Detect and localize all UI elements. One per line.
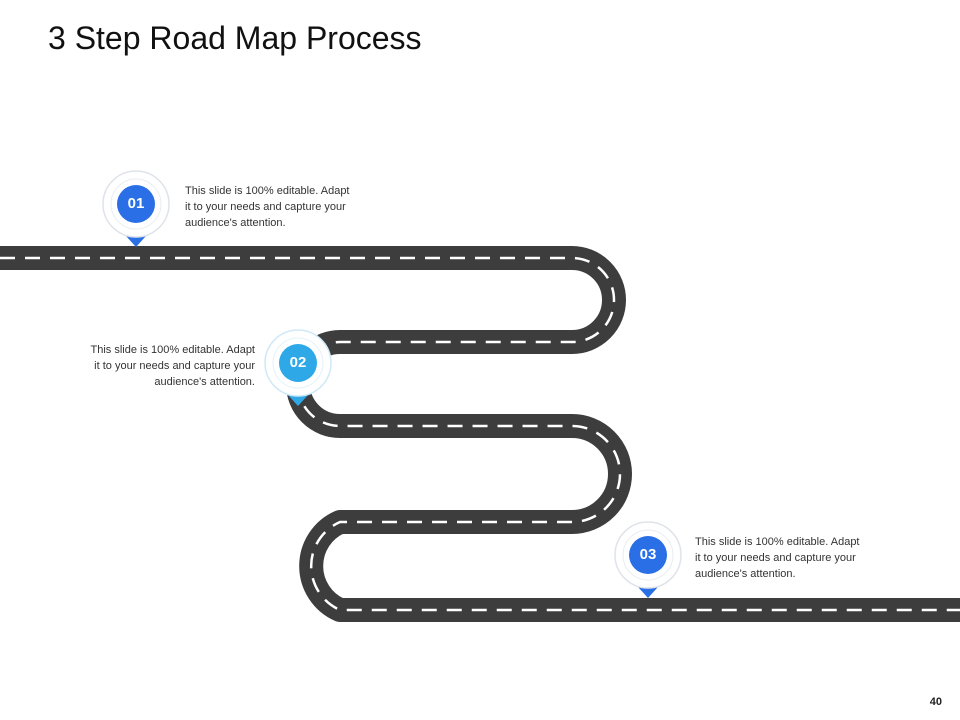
step-03-number: 03: [639, 546, 657, 563]
step-01-marker: 01: [100, 168, 172, 258]
step-01-line-2: it to your needs and capture your: [185, 201, 346, 213]
step-01-line-3: audience's attention.: [185, 217, 286, 229]
step-02-number: 02: [289, 354, 307, 371]
road-center-line: [0, 256, 960, 612]
step-01-description: This slide is 100% editable. Adapt it to…: [185, 183, 350, 231]
step-03-line-2: it to your needs and capture your: [695, 552, 856, 564]
step-01-number: 01: [127, 195, 145, 212]
step-01-line-1: This slide is 100% editable. Adapt: [185, 185, 350, 197]
map-pin-icon: [614, 521, 682, 598]
step-02-description: This slide is 100% editable. Adapt it to…: [55, 342, 256, 390]
map-pin-icon: [102, 170, 170, 247]
step-03-line-3: audience's attention.: [695, 568, 796, 580]
slide-title: 3 Step Road Map Process: [48, 20, 422, 56]
step-02-line-3: audience's attention.: [154, 376, 255, 388]
step-03-marker: 03: [612, 519, 684, 609]
step-02-line-2: it to your needs and capture your: [94, 360, 255, 372]
step-03-line-1: This slide is 100% editable. Adapt: [695, 536, 860, 548]
step-02-line-1: This slide is 100% editable. Adapt: [90, 344, 256, 356]
step-02-marker: 02: [262, 327, 334, 417]
page-number: 40: [929, 696, 942, 708]
map-pin-icon: [264, 329, 332, 406]
step-03-description: This slide is 100% editable. Adapt it to…: [695, 534, 860, 582]
